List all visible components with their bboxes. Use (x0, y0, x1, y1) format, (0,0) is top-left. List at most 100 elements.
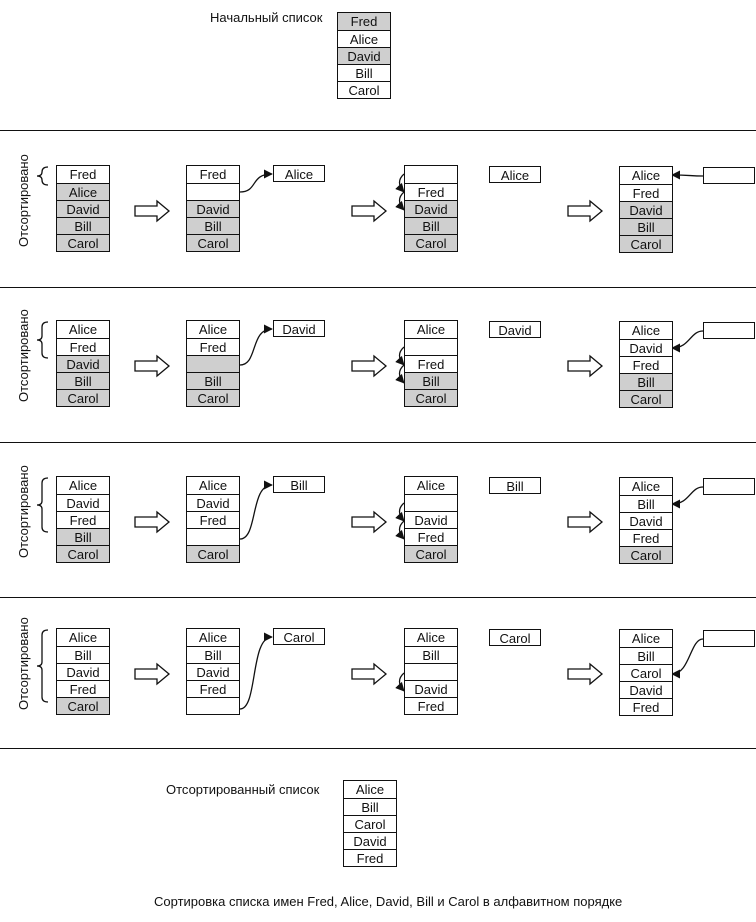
held-item: Alice (489, 166, 541, 183)
shift-arrow (395, 191, 405, 211)
list-cell: Carol (57, 545, 109, 562)
sorted-brace (36, 629, 49, 703)
list-cell: Alice (198, 630, 228, 645)
extract-arrow (239, 169, 273, 193)
sorted-brace (36, 477, 49, 533)
list-cell: Alice (198, 322, 228, 337)
list-cell: Carol (187, 389, 239, 406)
list-cell: Fred (405, 183, 457, 200)
list-cell: David (405, 680, 457, 697)
list-cell: David (620, 339, 672, 356)
empty-temp-box (703, 322, 755, 339)
list-cell: Fred (620, 529, 672, 546)
list-cell: David (57, 200, 109, 217)
step-arrow (134, 510, 171, 534)
list-cell: David (620, 201, 672, 218)
shift-arrow (395, 364, 405, 384)
held-item: Bill (489, 477, 541, 494)
extract-arrow (239, 480, 273, 540)
list-cell: Alice (416, 630, 446, 645)
list-cell: Bill (344, 798, 396, 815)
list-cell: Alice (631, 479, 661, 494)
row-separator (0, 442, 756, 443)
list-cell: Alice (68, 322, 98, 337)
list-cell: Bill (57, 528, 109, 545)
list-cell: Alice (631, 168, 661, 183)
list-cell: Fred (405, 528, 457, 545)
list-cell: Carol (57, 697, 109, 714)
list-cell: Carol (187, 545, 239, 562)
list-cell: Carol (405, 234, 457, 251)
step-arrow (351, 510, 388, 534)
empty-temp-box (703, 167, 755, 184)
row-separator (0, 748, 756, 749)
list-cell: Bill (620, 495, 672, 512)
shift-arrow (395, 520, 405, 540)
list-cell: Alice (68, 478, 98, 493)
list-cell: Fred (187, 680, 239, 697)
list-cell: Alice (631, 323, 661, 338)
step-arrow (351, 354, 388, 378)
list-cell: Carol (57, 234, 109, 251)
list-cell: Fred (57, 680, 109, 697)
held-item: Carol (489, 629, 541, 646)
list-cell: David (57, 355, 109, 372)
row-separator (0, 130, 756, 131)
list-cell: Bill (187, 646, 239, 663)
list-cell: Bill (187, 372, 239, 389)
list-cell: Bill (620, 218, 672, 235)
step-arrow (134, 354, 171, 378)
empty-slot (187, 697, 239, 714)
list-cell: Bill (620, 647, 672, 664)
held-item: David (489, 321, 541, 338)
list-cell: David (57, 494, 109, 511)
list-cell: Fred (57, 511, 109, 528)
list-cell: Alice (416, 322, 446, 337)
empty-temp-box (703, 630, 755, 647)
empty-slot (187, 183, 239, 200)
list-cell: Fred (187, 511, 239, 528)
sorted-region-label: Отсортировано (16, 154, 31, 247)
step-arrow (134, 199, 171, 223)
sorted-region-label: Отсортировано (16, 309, 31, 402)
list-cell: David (187, 494, 239, 511)
step-arrow (567, 199, 604, 223)
list-cell: Fred (338, 13, 390, 30)
empty-slot (187, 528, 239, 545)
list-cell: Carol (620, 235, 672, 252)
list-cell: Alice (57, 183, 109, 200)
step-arrow (567, 354, 604, 378)
step-arrow (351, 199, 388, 223)
list-cell: Carol (620, 390, 672, 407)
list-cell: Bill (620, 373, 672, 390)
row-separator (0, 597, 756, 598)
figure-caption: Сортировка списка имен Fred, Alice, Davi… (154, 894, 623, 909)
empty-slot (187, 355, 239, 372)
list-cell: Carol (405, 389, 457, 406)
list-cell: David (187, 663, 239, 680)
list-cell: Fred (344, 849, 396, 866)
list-cell: Alice (355, 782, 385, 797)
list-cell: David (338, 47, 390, 64)
extracted-item: Bill (273, 476, 325, 493)
list-cell: Carol (620, 664, 672, 681)
step-arrow (134, 662, 171, 686)
list-cell: Fred (187, 338, 239, 355)
list-cell: Bill (57, 372, 109, 389)
list-cell: David (405, 511, 457, 528)
shift-arrow (395, 346, 405, 366)
step-arrow (567, 662, 604, 686)
sorted-list-label: Отсортированный список (166, 782, 320, 797)
list-cell: Bill (57, 217, 109, 234)
list-cell: Fred (405, 697, 457, 714)
